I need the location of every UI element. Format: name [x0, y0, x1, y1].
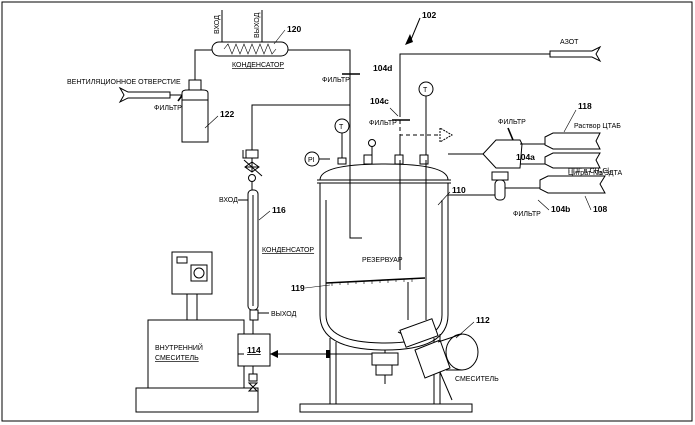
label-rastvor: Раствор ЦТАБ	[574, 123, 621, 130]
label-vykhod-116: ВЫХОД	[271, 311, 297, 318]
label-vent: ВЕНТИЛЯЦИОННОЕ ОТВЕРСТИЕ	[67, 79, 181, 86]
label-t2: T	[423, 87, 428, 94]
label-azot: АЗОТ	[560, 39, 579, 46]
label-filtr-104c: ФИЛЬТР	[369, 120, 397, 127]
label-filtr-104b: ФИЛЬТР	[513, 211, 541, 218]
vent-arrow	[120, 88, 170, 102]
condenser-116	[243, 150, 262, 334]
ref-116: 116	[272, 205, 286, 215]
ref-114: 114	[247, 345, 261, 355]
label-filtr-104d: ФИЛЬТР	[322, 77, 350, 84]
ref-110: 110	[452, 185, 466, 195]
label-kondensator-top: КОНДЕНСАТОР	[232, 62, 284, 69]
ref-118: 118	[578, 101, 592, 111]
label-vnutrenniy-1: ВНУТРЕННИЙ	[155, 343, 203, 352]
condenser-120	[212, 10, 288, 56]
ref-119: 119	[291, 283, 305, 293]
label-vnutrenniy-2: СМЕСИТЕЛЬ	[155, 355, 199, 362]
label-smesitel: СМЕСИТЕЛЬ	[455, 376, 499, 383]
citrate-feed-arrow	[545, 153, 600, 168]
ppg-feed-arrow	[540, 176, 605, 193]
ref-104d: 104d	[373, 63, 392, 73]
ref-122: 122	[220, 109, 234, 119]
label-vykhod-top: ВЫХОД	[254, 12, 261, 38]
ref-104a: 104a	[516, 152, 535, 162]
label-vkhod-116: ВХОД	[219, 197, 238, 204]
label-filtr-122: ФИЛЬТР	[154, 105, 182, 112]
frame-border	[2, 2, 692, 421]
ctab-feed-arrow	[545, 133, 600, 149]
label-rezervuar: РЕЗЕРВУАР	[362, 257, 403, 264]
ref-102: 102	[422, 10, 436, 20]
bottle-122	[182, 80, 208, 142]
sparger-119	[326, 278, 425, 283]
ref-108: 108	[593, 204, 607, 214]
label-filtr-104a: ФИЛЬТР	[498, 119, 526, 126]
ref-104c: 104c	[370, 96, 389, 106]
ref-120: 120	[287, 24, 301, 34]
ref-112: 112	[476, 315, 490, 325]
ref-104b: 104b	[551, 204, 570, 214]
internal-mixer	[136, 252, 258, 412]
azot-arrow	[550, 47, 600, 61]
label-kondensator-116: КОНДЕНСАТОР	[262, 247, 314, 254]
label-t1: T	[339, 124, 344, 131]
label-vkhod-top: ВХОД	[214, 15, 221, 34]
label-pi: PI	[308, 157, 315, 164]
